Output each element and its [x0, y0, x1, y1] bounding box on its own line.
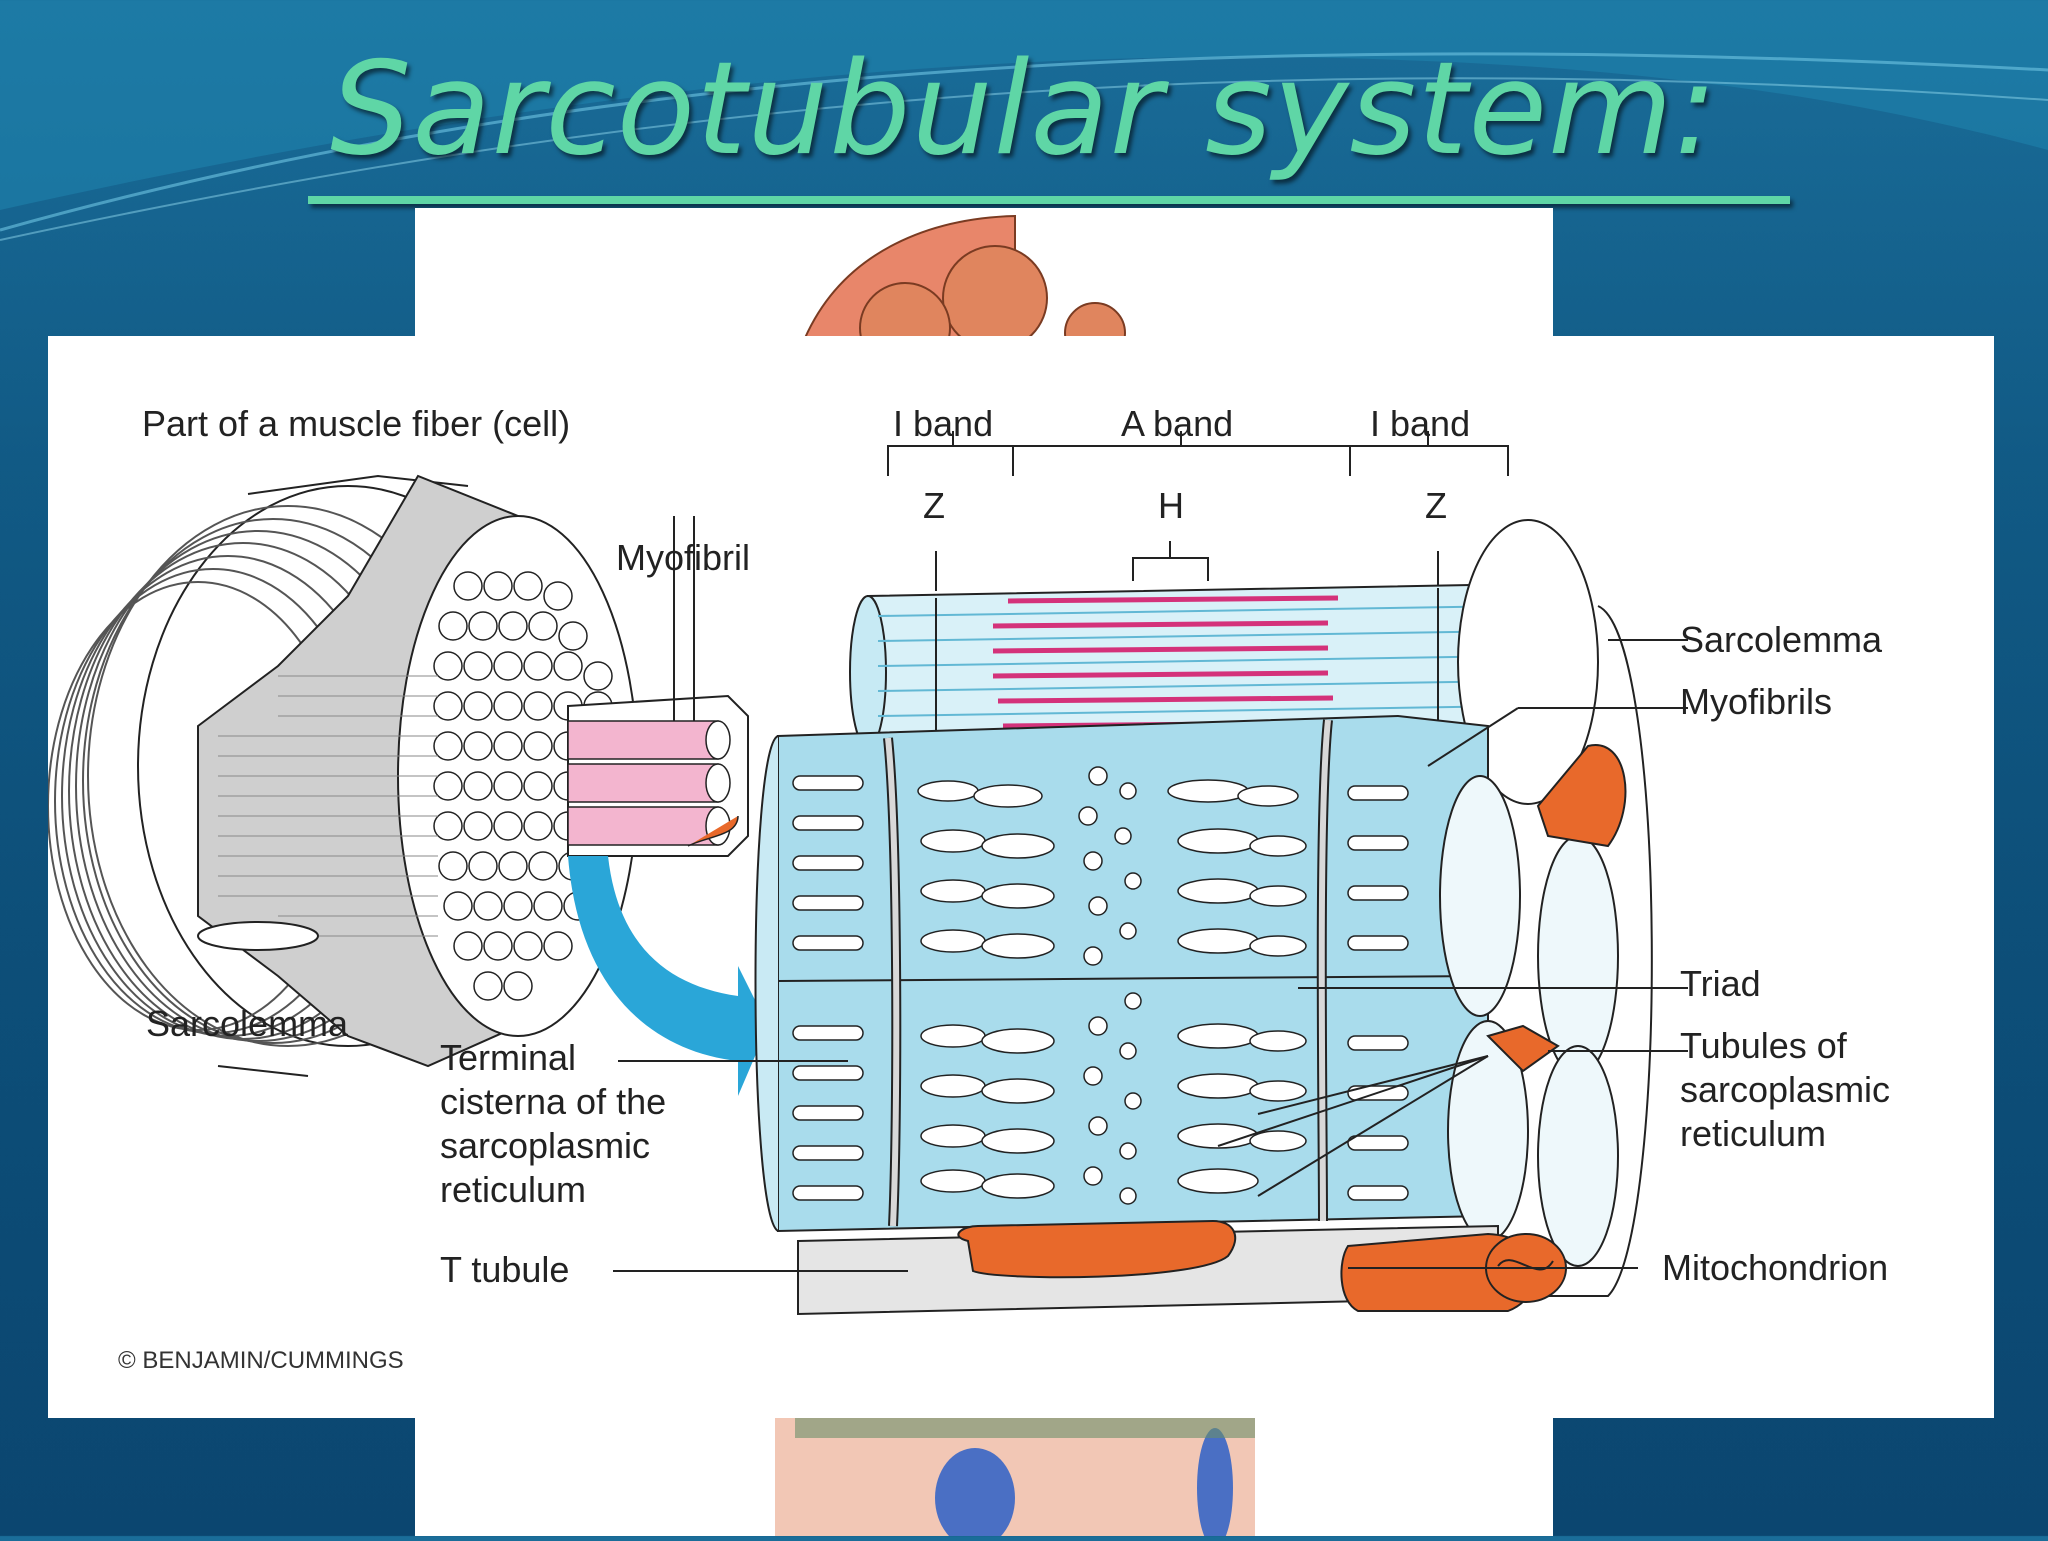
terminal-cisterna-label-1: Terminal [440, 1037, 577, 1078]
t-tubule-label: T tubule [440, 1249, 570, 1290]
a-band-label: A band [1121, 403, 1234, 444]
myofibril-label: Myofibril [616, 537, 751, 578]
copyright-label: © BENJAMIN/CUMMINGS [118, 1347, 404, 1374]
h-zone-label: H [1158, 485, 1184, 526]
z-left-label: Z [923, 485, 945, 526]
title-underline [308, 196, 1790, 204]
muscle-fiber-label: Part of a muscle fiber (cell) [142, 403, 571, 444]
zoom-arrow-icon [568, 856, 768, 1096]
i-band-left-label: I band [893, 403, 994, 444]
triad-label: Triad [1680, 963, 1761, 1004]
sarcomere-block [754, 431, 1653, 1316]
terminal-cisterna-label-3: sarcoplasmic [440, 1125, 651, 1166]
myofibrils-label: Myofibrils [1680, 681, 1833, 722]
tubules-label-2: sarcoplasmic [1680, 1069, 1891, 1110]
terminal-cisterna-label-4: reticulum [440, 1169, 587, 1210]
background-swoosh [0, 0, 2048, 241]
sarcotubular-diagram: Part of a muscle fiber (cell) I band A b… [48, 336, 1994, 1418]
slide-title: Sarcotubular system: [330, 35, 1718, 184]
tubules-label-1: Tubules of [1680, 1025, 1847, 1066]
mitochondrion-label: Mitochondrion [1662, 1247, 1889, 1288]
sarcolemma-right-label: Sarcolemma [1680, 619, 1883, 660]
terminal-cisterna-label-2: cisterna of the [440, 1081, 667, 1122]
sarcolemma-left-label: Sarcolemma [146, 1003, 349, 1044]
z-right-label: Z [1425, 485, 1447, 526]
muscle-fiber-illustration [48, 474, 639, 1077]
i-band-right-label: I band [1370, 403, 1471, 444]
leader-lines [613, 639, 1688, 1272]
tubules-label-3: reticulum [1680, 1113, 1827, 1154]
myofibril-bundle [567, 516, 749, 857]
